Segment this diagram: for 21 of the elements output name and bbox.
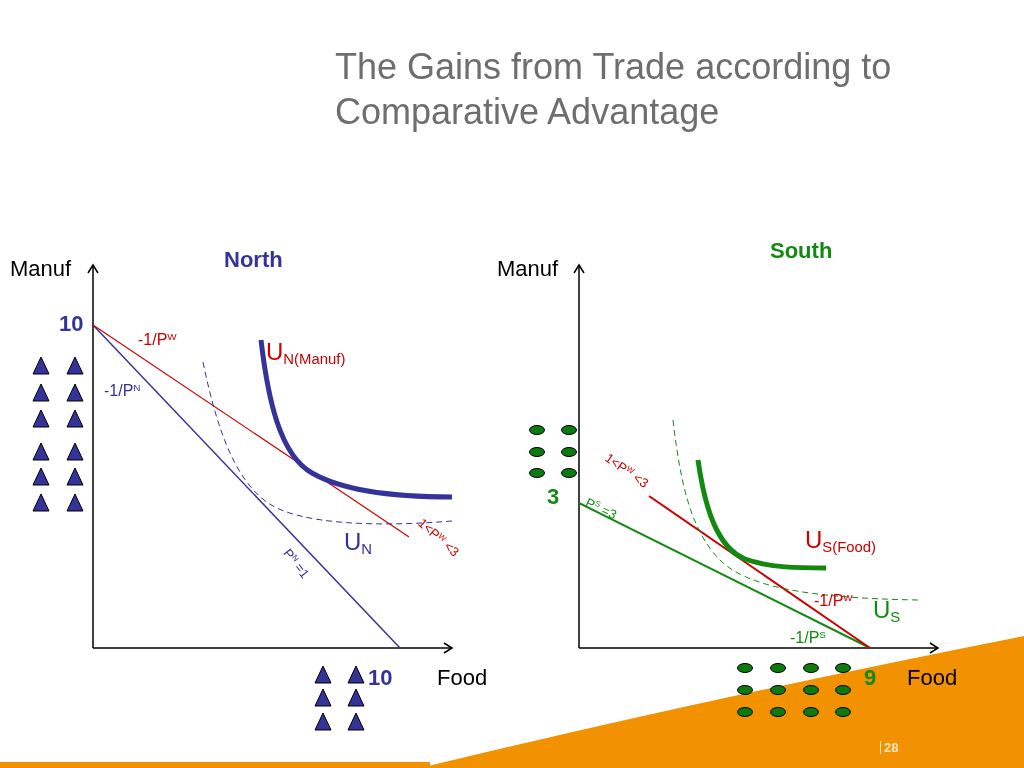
slide-title: The Gains from Trade according to Comparative Advantage <box>335 45 893 134</box>
curve-label: U$_{S}$ <box>873 598 901 625</box>
curve-label: U$_{N(Manuf)}$ <box>266 340 346 367</box>
line-label: -1/P$^{N}$ <box>104 383 141 400</box>
page-number: 28 <box>880 741 899 754</box>
panel-title: North <box>224 249 283 271</box>
axis-value: 10 <box>368 667 393 689</box>
axis-value: 9 <box>864 667 877 689</box>
axis-label: Food <box>437 667 488 689</box>
curve-label: U$_{S(Food)}$ <box>805 528 877 555</box>
line-label: -1/P$^{W}$ <box>138 332 177 349</box>
curve-label: U$_{N}$ <box>344 530 373 557</box>
line-label: P$^{S}$ =3 <box>583 495 619 522</box>
panel-title: South <box>770 240 833 262</box>
line-label: -1/P$^{S}$ <box>790 630 826 647</box>
axis-label: Food <box>907 667 958 689</box>
line-label: -1/P$^{W}$ <box>814 593 853 610</box>
axis-label: Manuf <box>497 258 559 280</box>
axis-value: 3 <box>547 486 560 508</box>
axis-value: 10 <box>59 313 84 335</box>
axis-label: Manuf <box>10 258 72 280</box>
